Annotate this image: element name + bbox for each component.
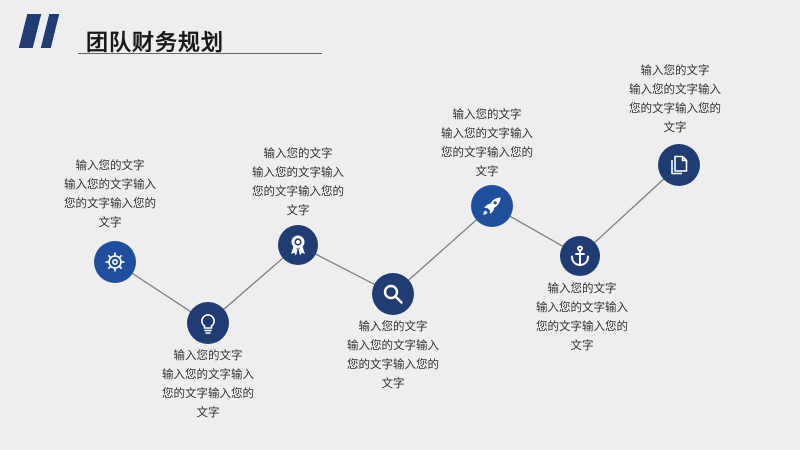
caption-line: 文字 [475,166,499,178]
magnifier-icon [383,284,403,304]
step-node-6[interactable] [560,236,600,276]
rocket-icon [483,197,501,215]
caption-line: 您的文字输入您的 [162,388,254,400]
step-caption-6: 输入您的文字 输入您的文字输入 您的文字输入您的 文字 [517,280,647,356]
caption-line: 文字 [663,122,687,134]
caption-line: 输入您的文字输入 [64,179,156,191]
step-node-7[interactable] [658,144,700,186]
caption-line: 输入您的文字输入 [252,167,344,179]
gear-icon [105,252,125,272]
title-underline [78,53,322,54]
step-node-2[interactable] [187,302,229,344]
step-node-3[interactable] [278,225,318,265]
caption-line: 输入您的文字 [263,148,333,160]
step-caption-4: 输入您的文字 输入您的文字输入 您的文字输入您的 文字 [328,318,458,394]
step-caption-3: 输入您的文字 输入您的文字输入 您的文字输入您的 文字 [233,145,363,221]
caption-line: 输入您的文字 [173,350,243,362]
step-caption-5: 输入您的文字 输入您的文字输入 您的文字输入您的 文字 [422,106,552,182]
lightbulb-icon [201,314,215,334]
anchor-icon [570,245,590,266]
award-ribbon-icon [291,235,305,256]
caption-line: 输入您的文字 [75,160,145,172]
step-node-4[interactable] [372,273,414,315]
caption-line: 您的文字输入您的 [629,103,721,115]
caption-line: 输入您的文字 [358,321,428,333]
step-node-5[interactable] [471,185,513,227]
caption-line: 输入您的文字 [452,109,522,121]
step-caption-2: 输入您的文字 输入您的文字输入 您的文字输入您的 文字 [143,347,273,423]
caption-line: 输入您的文字输入 [536,302,628,314]
caption-line: 文字 [570,340,594,352]
caption-line: 文字 [286,205,310,217]
slide-title: 团队财务规划 [86,30,225,55]
caption-line: 文字 [381,378,405,390]
caption-line: 输入您的文字 [547,283,617,295]
documents-icon [671,155,688,175]
step-caption-7: 输入您的文字 输入您的文字输入 您的文字输入您的 文字 [610,62,740,138]
step-caption-1: 输入您的文字 输入您的文字输入 您的文字输入您的 文字 [45,157,175,233]
caption-line: 输入您的文字输入 [629,84,721,96]
caption-line: 您的文字输入您的 [441,147,533,159]
caption-line: 输入您的文字输入 [441,128,533,140]
caption-line: 输入您的文字输入 [347,340,439,352]
caption-line: 文字 [98,217,122,229]
caption-line: 输入您的文字输入 [162,369,254,381]
caption-line: 输入您的文字 [640,65,710,77]
step-node-1[interactable] [94,241,136,283]
caption-line: 您的文字输入您的 [347,359,439,371]
caption-line: 您的文字输入您的 [536,321,628,333]
caption-line: 您的文字输入您的 [64,198,156,210]
caption-line: 文字 [196,407,220,419]
caption-line: 您的文字输入您的 [252,186,344,198]
